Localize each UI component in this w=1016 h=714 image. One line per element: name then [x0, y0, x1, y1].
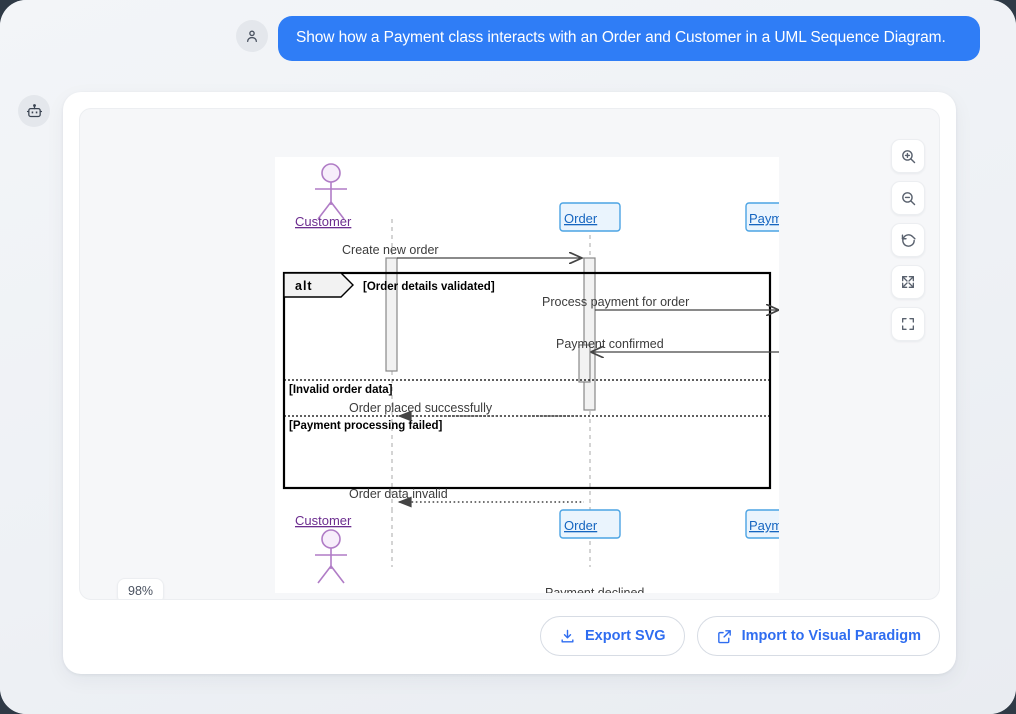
rotate-ccw-icon — [901, 233, 916, 247]
lifeline-label-payment: Payment — [749, 211, 779, 226]
message-label: Order placed successfully — [349, 401, 493, 415]
activation-customer — [385, 257, 398, 372]
alt-operator-label: alt — [295, 279, 313, 293]
zoom-level-badge[interactable]: 98% — [117, 578, 165, 599]
message-label: Create new order — [342, 243, 439, 257]
actor-stick-figure-icon — [315, 529, 347, 584]
zoom-in-icon — [901, 149, 915, 163]
message-order-data-invalid[interactable]: Order data invalid — [349, 487, 584, 508]
view-toolbar — [891, 139, 925, 341]
download-icon — [561, 629, 574, 643]
message-process-payment[interactable]: Process payment for order — [542, 295, 779, 310]
zoom-out-button[interactable] — [891, 181, 925, 215]
alt-guard-2: [Invalid order data] — [289, 384, 393, 396]
message-create-new-order[interactable]: Create new order — [342, 243, 582, 258]
message-label: Process payment for order — [542, 295, 689, 309]
alt-guard-3: [Payment processing failed] — [289, 420, 443, 432]
message-payment-declined[interactable]: Payment declined — [545, 586, 779, 593]
user-message-row: Show how a Payment class interacts with … — [236, 16, 980, 72]
lifeline-head-order[interactable]: Order — [559, 202, 621, 232]
uml-sequence-diagram: Customer Order Payment — [282, 163, 779, 593]
lifeline-label-order-bottom: Order — [564, 518, 598, 533]
activation-order — [583, 257, 596, 411]
action-button-bar: Export SVG Import to Visual Paradigm — [79, 616, 940, 656]
robot-icon — [26, 103, 42, 117]
message-payment-confirmed[interactable]: Payment confirmed — [556, 337, 779, 352]
fit-to-screen-button[interactable] — [891, 265, 925, 299]
diagram-page — [275, 157, 779, 593]
user-message-bubble: Show how a Payment class interacts with … — [278, 16, 980, 61]
message-order-placed-successfully[interactable]: Order placed successfully — [349, 401, 581, 422]
import-label: Import to Visual Paradigm — [741, 628, 921, 644]
zoom-out-icon — [901, 191, 915, 205]
message-label: Payment declined — [545, 586, 644, 593]
export-svg-label: Export SVG — [585, 628, 666, 644]
messages: Create new order Process payment for ord… — [342, 243, 779, 593]
diagram-canvas[interactable]: Customer Order Payment — [79, 108, 940, 600]
lifeline-foot-order[interactable]: Order — [559, 509, 621, 539]
zoom-in-button[interactable] — [891, 139, 925, 173]
message-label: Payment confirmed — [556, 337, 664, 351]
user-avatar — [236, 20, 268, 52]
alt-fragment[interactable]: alt [Order details validated] [Invalid o… — [282, 271, 772, 490]
activation-bars — [385, 257, 596, 411]
assistant-avatar — [18, 95, 50, 127]
lifeline-label-customer-bottom: Customer — [295, 513, 352, 528]
actor-stick-figure-icon — [315, 163, 347, 220]
alt-operator-tab — [283, 272, 354, 298]
user-icon — [247, 30, 257, 42]
import-to-visual-paradigm-button[interactable]: Import to Visual Paradigm — [696, 616, 940, 656]
fullscreen-icon — [902, 318, 914, 330]
reset-view-button[interactable] — [891, 223, 925, 257]
lifeline-head-customer[interactable]: Customer — [295, 163, 352, 229]
export-svg-button[interactable]: Export SVG — [540, 616, 685, 656]
message-label: Order data invalid — [349, 487, 448, 501]
expand-arrows-icon — [902, 276, 914, 288]
lifeline-foot-customer[interactable]: Customer — [295, 513, 352, 584]
assistant-response-card: Customer Order Payment — [63, 92, 956, 674]
lifeline-foot-payment[interactable]: Payment — [745, 509, 779, 539]
activation-order-nested — [578, 344, 591, 383]
lifeline-label-customer: Customer — [295, 214, 352, 229]
fullscreen-button[interactable] — [891, 307, 925, 341]
alt-guard-1: [Order details validated] — [363, 281, 495, 293]
external-link-icon — [717, 629, 731, 643]
lifeline-head-payment[interactable]: Payment — [745, 202, 779, 232]
lifeline-label-order: Order — [564, 211, 598, 226]
lifeline-label-payment-bottom: Payment — [749, 518, 779, 533]
